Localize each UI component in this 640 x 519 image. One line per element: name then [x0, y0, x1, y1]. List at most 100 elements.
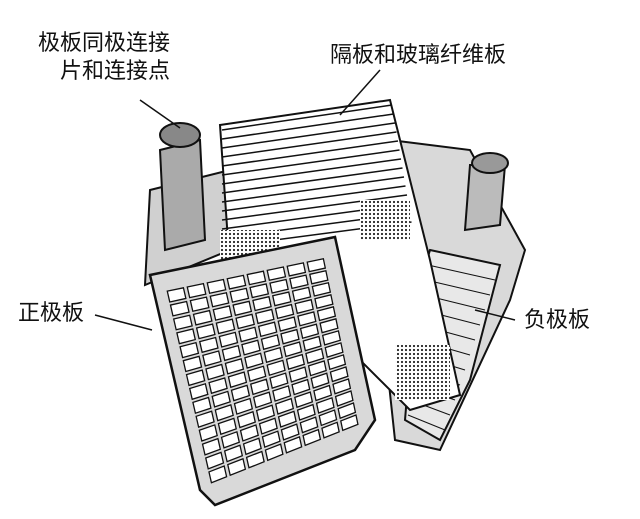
grid-line: [407, 414, 446, 431]
grid-cell: [319, 318, 339, 334]
grid-cell: [242, 437, 262, 456]
grid-cell: [166, 287, 187, 303]
grid-cell: [321, 330, 342, 346]
grid-cell: [274, 397, 295, 415]
grid-cell: [221, 344, 242, 362]
separator-edge: [221, 113, 394, 140]
grid-cell: [313, 384, 333, 402]
grid-cell: [261, 430, 281, 448]
negative-terminal-post: [463, 152, 509, 232]
grid-cell: [302, 335, 322, 352]
negative-plate-label: 负极板: [524, 308, 591, 333]
grid-cell: [315, 396, 335, 414]
grid-cell: [324, 342, 344, 358]
connector-label-line1: 极板同极连接: [38, 31, 171, 56]
grid-cell: [332, 378, 352, 395]
grid-cell: [236, 410, 257, 429]
grid-cell: [294, 298, 314, 315]
grid-cell: [274, 303, 295, 320]
grid-cell: [289, 274, 309, 290]
grid-cell: [252, 391, 273, 409]
grid-line: [425, 279, 491, 296]
positive-plate-label: 正极板: [18, 301, 85, 326]
grid-cell: [264, 443, 284, 462]
grid-cell: [297, 311, 317, 327]
grid-cell: [179, 341, 200, 359]
grid-cell: [229, 287, 250, 303]
grid-cell: [232, 300, 253, 317]
grid-cell: [206, 278, 227, 295]
grid-cell: [299, 416, 319, 434]
grid-cell: [321, 421, 340, 439]
positive-connector-strap: [143, 122, 231, 287]
grid-cell: [202, 350, 222, 367]
separator-edge: [221, 176, 405, 203]
connector-label: 极板同极连接 片和连接点: [38, 30, 170, 86]
separator-label: 隔板和玻璃纤维板: [330, 43, 507, 68]
grid-cell: [218, 331, 239, 348]
grid-cell: [302, 428, 322, 447]
grid-cell: [192, 396, 212, 415]
grid-cell: [198, 424, 218, 442]
grid-cell: [238, 326, 258, 343]
separator-edge: [221, 131, 397, 158]
separator-edge: [221, 158, 402, 185]
grid-cell: [311, 282, 332, 297]
grid-cell: [239, 424, 259, 442]
connector-label-line2: 片和连接点: [60, 59, 171, 84]
grid-cell: [255, 308, 275, 325]
grid-cell: [337, 402, 357, 420]
grid-cell: [182, 355, 203, 373]
grid-cell: [201, 437, 222, 456]
grid-cell: [266, 359, 286, 377]
separator-edge: [221, 185, 406, 212]
grid-cell: [285, 353, 306, 370]
grid-cell: [186, 282, 207, 299]
grid-cell: [224, 358, 245, 375]
separator-edge: [221, 122, 396, 149]
grid-cell: [195, 323, 216, 340]
grid-cell: [204, 451, 225, 470]
grid-cell: [214, 404, 234, 422]
grid-cell: [188, 382, 209, 401]
grid-cell: [246, 270, 267, 286]
grid-cell: [266, 266, 287, 282]
grid-cell: [247, 365, 267, 383]
grid-cell: [198, 336, 219, 354]
grid-cell: [245, 450, 265, 469]
grid-cell: [283, 436, 303, 454]
grid-cell: [310, 372, 330, 389]
grid-cell: [227, 371, 248, 389]
grid-cell: [288, 366, 308, 383]
grid-cell: [227, 457, 247, 477]
grid-cell: [252, 295, 272, 312]
grid-cell: [233, 397, 254, 415]
leader-lines: [94, 69, 516, 331]
grid-cell: [176, 328, 197, 345]
grid-cell: [280, 423, 300, 441]
grid-cell: [286, 262, 307, 277]
grid-cell: [185, 369, 206, 387]
grid-cell: [205, 363, 225, 381]
grid-cell: [291, 286, 312, 302]
grid-cell: [172, 314, 193, 331]
grid-cell: [208, 465, 228, 484]
grid-cell: [334, 390, 354, 407]
grid-cell: [296, 403, 316, 421]
grid-cell: [277, 410, 297, 428]
grid-cell: [299, 323, 320, 340]
separator-edge: [221, 140, 399, 167]
grid-cell: [169, 300, 190, 317]
grid-cell: [260, 334, 281, 351]
grid-cell: [263, 346, 283, 364]
grid-cell: [192, 309, 213, 326]
separator-edge: [221, 149, 400, 176]
grid-cell: [306, 257, 327, 273]
grid-cell: [283, 341, 303, 358]
grid-cell: [195, 410, 215, 428]
grid-cell: [329, 366, 349, 383]
grid-cell: [291, 378, 311, 396]
grid-cell: [230, 384, 251, 402]
grid-cell: [305, 347, 325, 364]
grid-cell: [309, 269, 329, 285]
